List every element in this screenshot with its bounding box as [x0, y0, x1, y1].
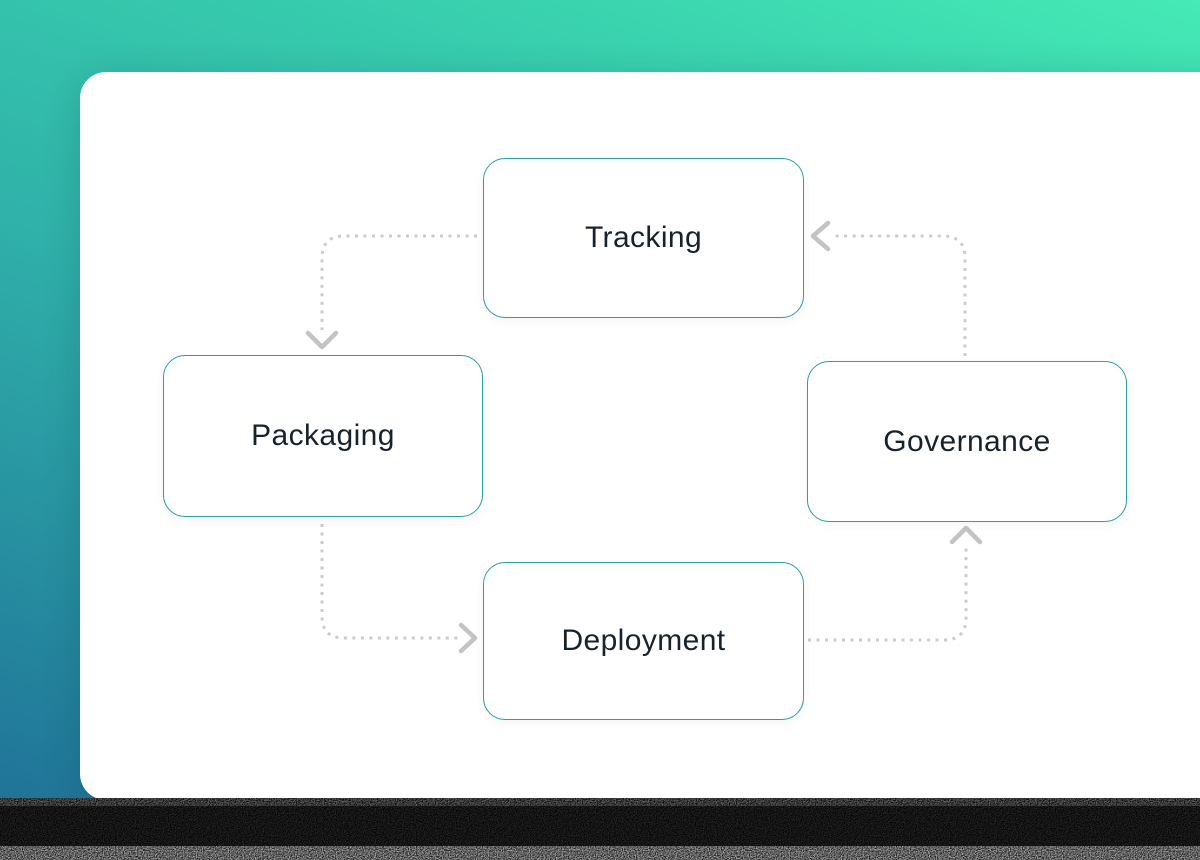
node-tracking-label: Tracking: [584, 221, 703, 254]
node-deployment: Deployment: [483, 562, 804, 720]
node-deployment-label: Deployment: [561, 624, 726, 657]
node-governance: Governance: [807, 361, 1127, 522]
node-governance-label: Governance: [883, 424, 1051, 458]
bottom-shadow-band: [0, 798, 1200, 860]
node-packaging: Packaging: [163, 355, 483, 517]
grain-texture: [0, 798, 1200, 860]
node-tracking: Tracking: [483, 158, 804, 318]
node-packaging-label: Packaging: [251, 419, 395, 452]
